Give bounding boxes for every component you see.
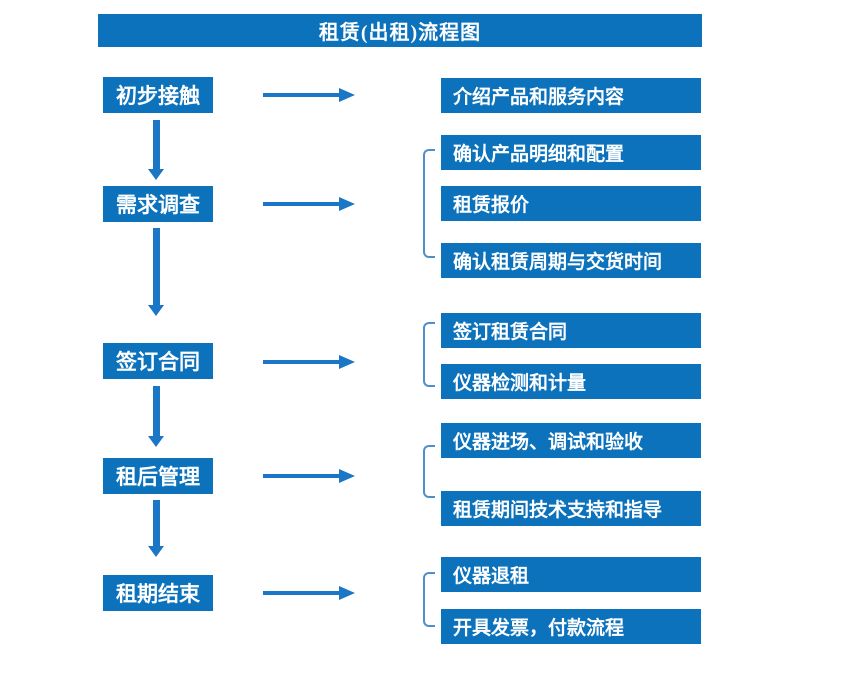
arrow-right-icon <box>263 88 355 102</box>
arrow-head <box>339 88 355 102</box>
arrow-right-icon <box>263 197 355 211</box>
arrow-right-icon <box>263 469 355 483</box>
arrow-shaft <box>263 93 341 97</box>
arrow-shaft <box>263 474 341 478</box>
arrow-shaft <box>153 386 160 437</box>
arrow-right-icon <box>263 355 355 369</box>
arrow-shaft <box>153 228 160 306</box>
stage-box-sign-contract: 签订合同 <box>103 343 213 379</box>
stage-box-demand-survey: 需求调查 <box>103 186 213 222</box>
output-box: 租赁报价 <box>441 186 701 221</box>
arrow-shaft <box>153 120 160 170</box>
arrow-head <box>339 586 355 600</box>
stage-box-rental-end: 租期结束 <box>103 575 213 611</box>
arrow-shaft <box>263 360 341 364</box>
flowchart-title: 租赁(出租)流程图 <box>98 14 702 47</box>
output-box: 仪器进场、调试和验收 <box>441 423 701 458</box>
arrow-head <box>339 197 355 211</box>
group-bracket <box>423 572 435 627</box>
output-box: 确认租赁周期与交货时间 <box>441 243 701 278</box>
arrow-head <box>148 546 164 557</box>
arrow-shaft <box>263 202 341 206</box>
arrow-down-icon <box>148 120 165 180</box>
stage-box-initial-contact: 初步接触 <box>103 77 213 113</box>
output-box: 仪器检测和计量 <box>441 364 701 399</box>
arrow-head <box>339 355 355 369</box>
output-box: 介绍产品和服务内容 <box>441 78 701 113</box>
output-box: 租赁期间技术支持和指导 <box>441 491 701 526</box>
arrow-down-icon <box>148 386 165 447</box>
arrow-down-icon <box>148 228 165 316</box>
arrow-head <box>148 305 164 316</box>
arrow-head <box>148 169 164 180</box>
group-bracket <box>423 149 435 258</box>
arrow-shaft <box>263 591 341 595</box>
arrow-down-icon <box>148 500 165 557</box>
group-bracket <box>423 445 435 498</box>
arrow-right-icon <box>263 586 355 600</box>
group-bracket <box>423 322 435 387</box>
arrow-shaft <box>153 500 160 547</box>
output-box: 确认产品明细和配置 <box>441 135 701 170</box>
output-box: 仪器退租 <box>441 557 701 592</box>
stage-box-post-rental-management: 租后管理 <box>103 458 213 494</box>
output-box: 开具发票，付款流程 <box>441 609 701 644</box>
arrow-head <box>148 436 164 447</box>
output-box: 签订租赁合同 <box>441 313 701 348</box>
arrow-head <box>339 469 355 483</box>
